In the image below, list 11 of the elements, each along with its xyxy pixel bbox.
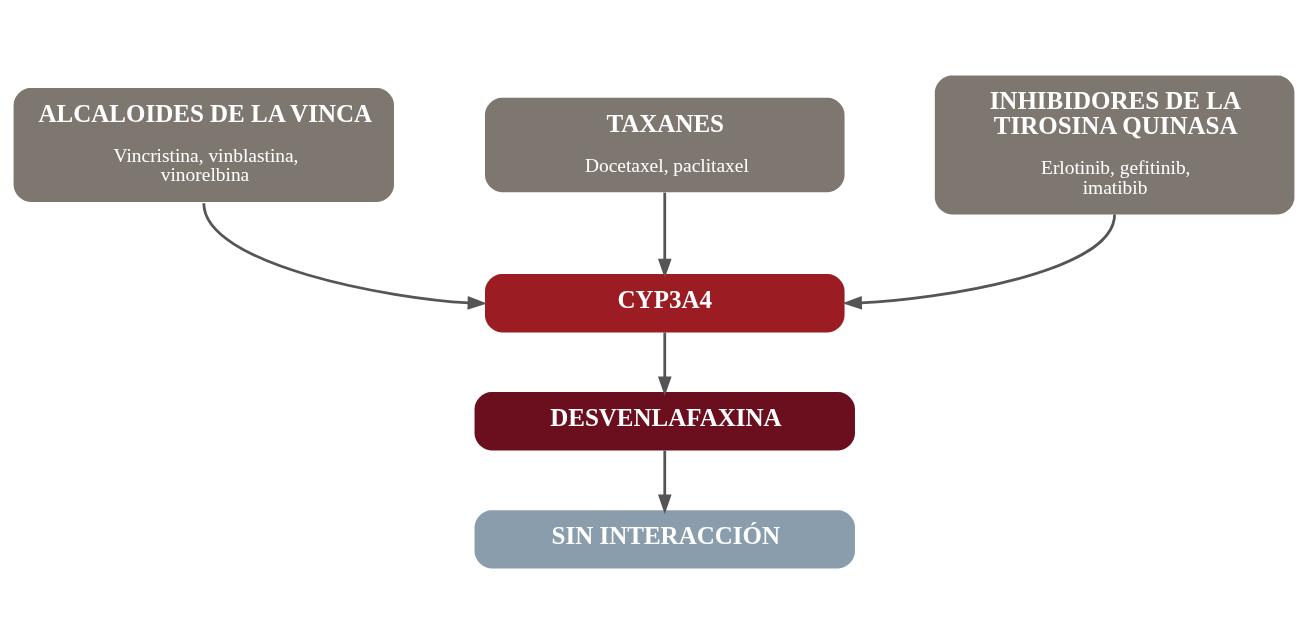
arrow: [202, 202, 488, 310]
arrow: [842, 214, 1116, 310]
node-box: INHIBIDORES DE LA TIROSINA QUINASA Erlotinib, gefitinib, imatibib: [934, 75, 1295, 215]
arrow: [657, 450, 672, 515]
node-box: TAXANES Docetaxel, paclitaxel: [484, 97, 845, 193]
node-box: ALCALOIDES DE LA VINCA Vincristina, vinblastina, vinorelbina: [13, 88, 394, 202]
arrow: [657, 332, 672, 397]
node-box: DESVENLAFAXINA: [474, 392, 855, 451]
arrow: [657, 192, 672, 279]
node-box: CYP3A4: [484, 274, 845, 333]
node-box: SIN INTERACCIÓN: [474, 510, 855, 569]
